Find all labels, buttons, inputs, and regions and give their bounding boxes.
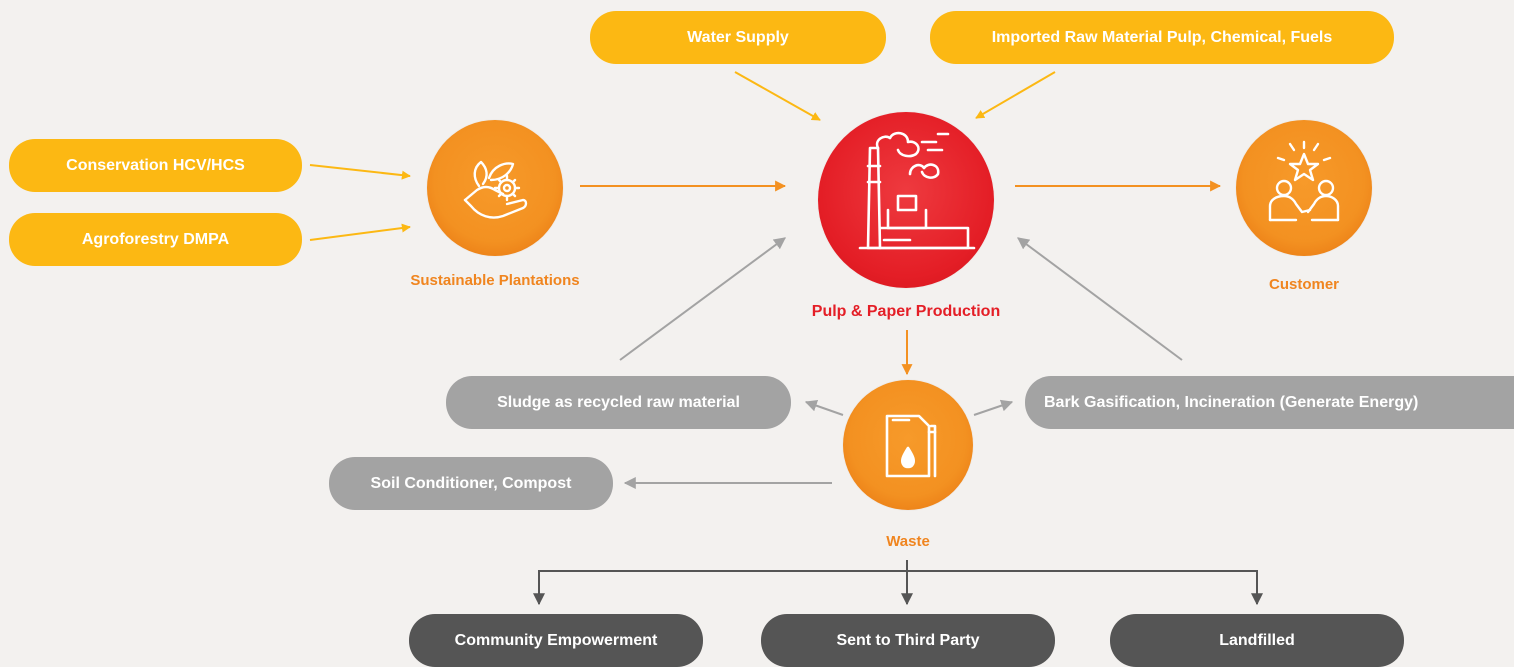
agroforestry-box: Agroforestry DMPA bbox=[9, 213, 302, 266]
conservation-box: Conservation HCV/HCS bbox=[9, 139, 302, 192]
arrow-bark-to-production bbox=[1017, 237, 1183, 361]
arrow-waste-to-bark bbox=[973, 399, 1014, 416]
arrow-sludge-to-production bbox=[619, 237, 786, 361]
hand-leaf-gear-icon bbox=[463, 160, 528, 219]
soil-conditioner-box: Soil Conditioner, Compost bbox=[329, 457, 613, 510]
imported-raw-material-box: Imported Raw Material Pulp, Chemical, Fu… bbox=[930, 11, 1394, 64]
canister-drop-icon bbox=[885, 414, 937, 478]
customer-label: Customer bbox=[1268, 276, 1339, 293]
arrow-water-to-production bbox=[734, 71, 821, 121]
arrow-agroforestry-to-plantations bbox=[309, 223, 411, 241]
waste-node bbox=[843, 380, 973, 510]
landfilled-box: Landfilled bbox=[1110, 614, 1404, 667]
waste-label: Waste bbox=[886, 533, 930, 550]
arrow-imported-to-production bbox=[975, 71, 1056, 119]
sludge-box: Sludge as recycled raw material bbox=[446, 376, 791, 429]
sustainable-plantations-label: Sustainable Plantations bbox=[410, 272, 580, 289]
sustainable-plantations-node bbox=[427, 120, 563, 256]
customer-node bbox=[1236, 120, 1372, 256]
arrow-conservation-to-plantations bbox=[309, 164, 411, 180]
factory-icon bbox=[858, 131, 976, 250]
pulp-paper-production-label: Pulp & Paper Production bbox=[811, 303, 1001, 320]
arrow-waste-to-sludge bbox=[804, 399, 844, 416]
third-party-box: Sent to Third Party bbox=[761, 614, 1055, 667]
water-supply-box: Water Supply bbox=[590, 11, 886, 64]
people-star-icon bbox=[1268, 140, 1340, 222]
community-empowerment-box: Community Empowerment bbox=[409, 614, 703, 667]
bark-gasification-box: Bark Gasification, Incineration (Generat… bbox=[1025, 376, 1514, 429]
pulp-paper-production-node bbox=[818, 112, 994, 288]
